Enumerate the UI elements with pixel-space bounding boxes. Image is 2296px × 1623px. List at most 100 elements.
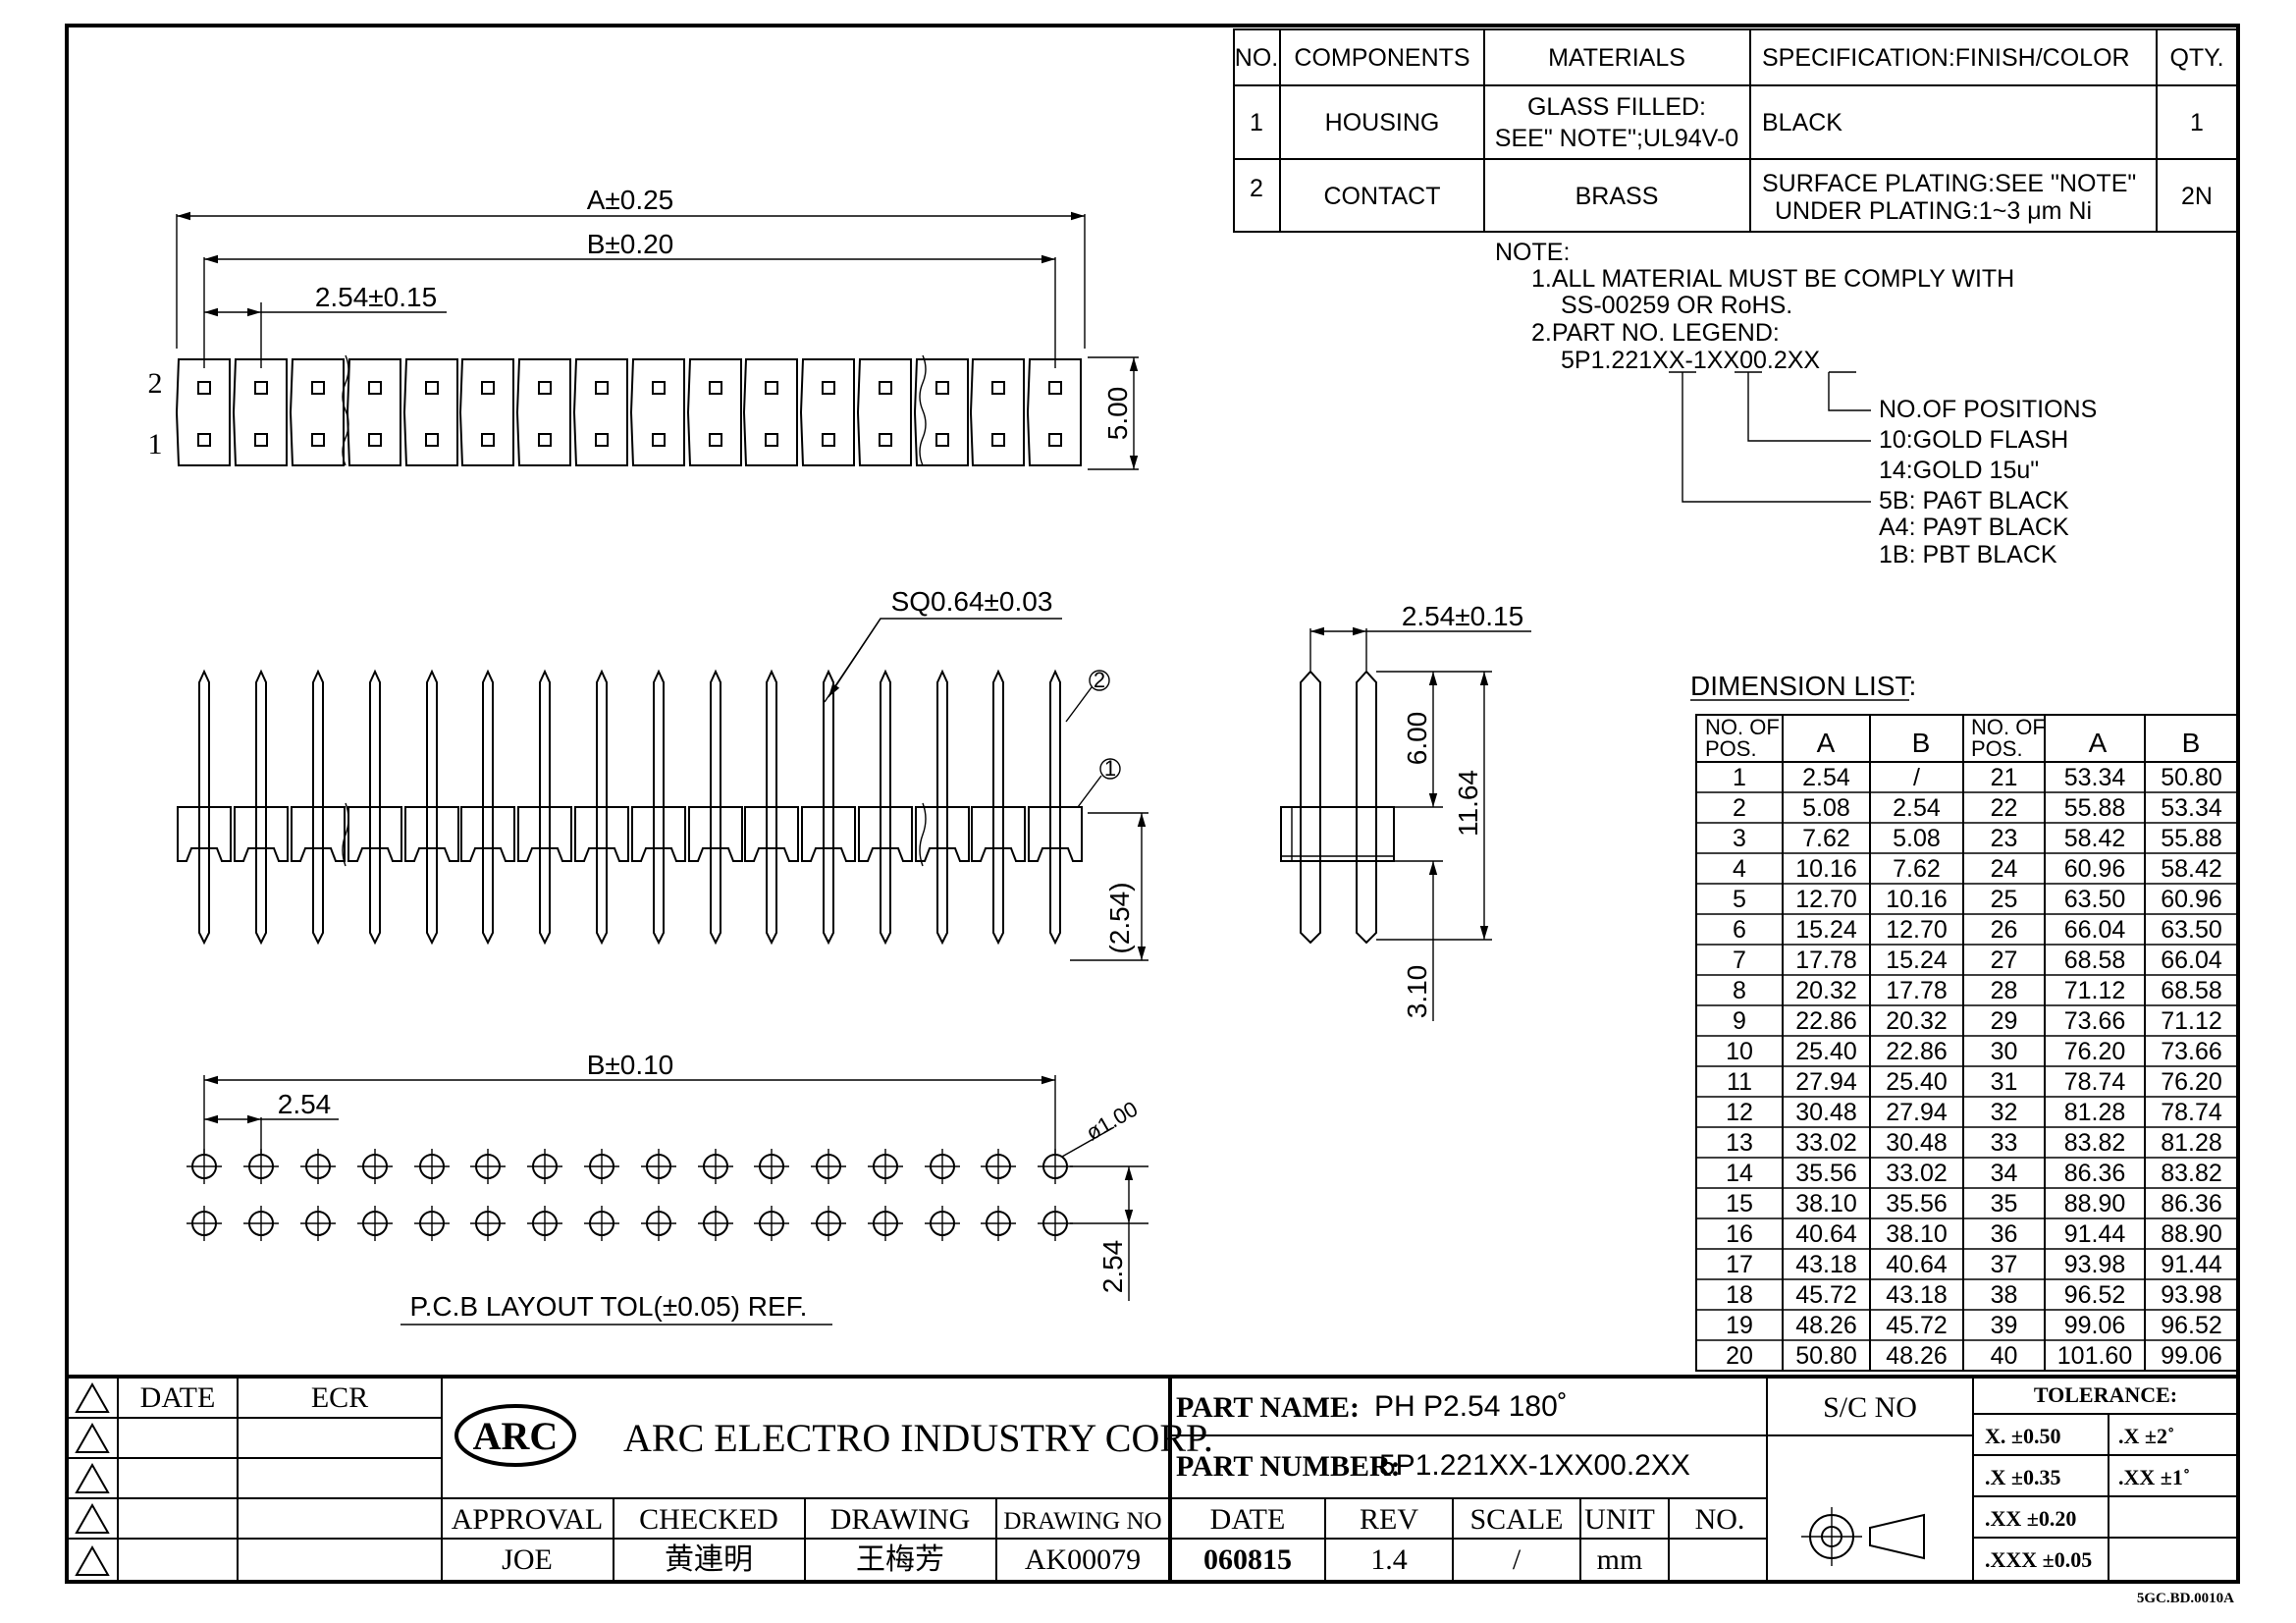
- top-view-position: [913, 358, 969, 466]
- top-view-position: [346, 358, 401, 466]
- dimension-list-cell: 40.64: [1795, 1220, 1857, 1248]
- break-mark: [342, 802, 349, 867]
- tol-x: X. ±0.50: [1985, 1424, 2060, 1448]
- dimension-list-cell: 16: [1726, 1220, 1753, 1248]
- dimension-list-cell: /: [1913, 764, 1920, 791]
- dimension-list-cell: 66.04: [2064, 916, 2126, 944]
- dimension-list-cell: 86.36: [2161, 1190, 2222, 1217]
- note-1: 1.ALL MATERIAL MUST BE COMPLY WITH: [1531, 265, 2014, 293]
- dimension-list-cell: 22.86: [1795, 1007, 1857, 1035]
- pcb-caption: P.C.B LAYOUT TOL(±0.05) REF.: [410, 1291, 808, 1322]
- dimension-list-cell: 20.32: [1795, 977, 1857, 1004]
- front-view-housing: [971, 806, 1026, 862]
- front-view-pin: [539, 669, 551, 946]
- dimension-list-cell: 96.52: [2161, 1312, 2222, 1339]
- front-view-pin: [766, 669, 777, 946]
- front-view-pin: [312, 669, 324, 946]
- no-label: NO.: [1695, 1503, 1745, 1536]
- pcb-hole: [187, 1206, 222, 1241]
- dimension-list-cell: 43.18: [1886, 1281, 1948, 1309]
- dimension-list-cell: 91.44: [2161, 1251, 2222, 1278]
- pcb-hole: [470, 1149, 506, 1184]
- tol-dxx: .XX ±0.20: [1985, 1506, 2076, 1531]
- dimension-list-cell: 29: [1991, 1007, 2018, 1035]
- top-view-pin: [1048, 381, 1062, 395]
- pcb-hole: [925, 1206, 960, 1241]
- dimension-list-cell: 12: [1726, 1099, 1753, 1126]
- dim-top-b: B±0.20: [587, 229, 674, 259]
- front-view-pin: [710, 669, 721, 946]
- front-view-pin: [255, 669, 267, 946]
- bom-header-materials: MATERIALS: [1548, 44, 1685, 72]
- dimension-list-cell: 25: [1991, 886, 2018, 913]
- dimension-list-cell: 93.98: [2161, 1281, 2222, 1309]
- dimension-list-cell: 93.98: [2064, 1251, 2126, 1278]
- dimension-list-cell: 68.58: [2064, 947, 2126, 974]
- dim-side-pitch: 2.54±0.15: [1402, 601, 1523, 631]
- dimension-list-cell: 40: [1991, 1342, 2018, 1370]
- dimension-list-cell: 34: [1991, 1160, 2018, 1187]
- top-view-pin: [595, 433, 609, 447]
- pcb-hole: [868, 1206, 903, 1241]
- dimension-list-title: DIMENSION LIST:: [1690, 671, 1916, 701]
- dimension-list-cell: 50.80: [2161, 764, 2222, 791]
- pcb-hole: [754, 1206, 789, 1241]
- dimension-list-cell: 26: [1991, 916, 2018, 944]
- top-view-pin: [765, 433, 778, 447]
- dim-top-height: 5.00: [1102, 387, 1133, 441]
- top-view-position: [629, 358, 685, 466]
- front-view-housing: [460, 806, 515, 862]
- top-view-position: [856, 358, 912, 466]
- dim-pcb-pitch: 2.54: [278, 1089, 332, 1119]
- date-label: DATE: [1210, 1503, 1286, 1536]
- front-view-pin: [426, 669, 438, 946]
- pcb-hole: [698, 1149, 733, 1184]
- top-view-pin: [538, 381, 552, 395]
- top-view-pin: [991, 381, 1005, 395]
- top-view-pin: [991, 433, 1005, 447]
- drawing-no-value: AK00079: [1025, 1543, 1141, 1576]
- front-view-housing: [404, 806, 459, 862]
- front-view-pin: [596, 669, 608, 946]
- dimension-list-cell: 99.06: [2064, 1312, 2126, 1339]
- dimension-list-cell: 43.18: [1795, 1251, 1857, 1278]
- dimension-list-cell: 63.50: [2161, 916, 2222, 944]
- pcb-hole: [1038, 1206, 1073, 1241]
- pcb-hole: [641, 1206, 676, 1241]
- front-view-pin: [936, 669, 948, 946]
- front-view-pin: [198, 669, 210, 946]
- top-view-pin: [425, 381, 439, 395]
- dimension-list-cell: 18: [1726, 1281, 1753, 1309]
- dimlist-header-a-1: A: [1817, 728, 1836, 758]
- pcb-hole: [981, 1206, 1016, 1241]
- dimension-list-cell: 3: [1733, 825, 1746, 852]
- drawing-value: 王梅芳: [856, 1543, 944, 1576]
- bom-row1-component: HOUSING: [1325, 109, 1440, 136]
- dimension-list-cell: 2.54: [1802, 764, 1850, 791]
- dimension-list-cell: 45.72: [1795, 1281, 1857, 1309]
- legend-pa9t: A4: PA9T BLACK: [1879, 514, 2069, 541]
- notes-title: NOTE:: [1495, 239, 1570, 266]
- front-view: SQ0.64±0.03 2 1 (2.54): [177, 586, 1148, 961]
- dimension-list-cell: 37: [1991, 1251, 2018, 1278]
- drawing-no-label: DRAWING NO: [1003, 1508, 1161, 1535]
- front-view-housing: [744, 806, 799, 862]
- dimension-list-cell: 10.16: [1886, 886, 1948, 913]
- dimension-list-cell: 15.24: [1795, 916, 1857, 944]
- dimension-list-cell: 22: [1991, 794, 2018, 822]
- top-view-position: [289, 358, 345, 466]
- dimension-list-cell: 73.66: [2161, 1038, 2222, 1065]
- pcb-hole: [925, 1149, 960, 1184]
- part-number-label: PART NUMBER:: [1176, 1450, 1401, 1483]
- dimension-list-cell: 27.94: [1886, 1099, 1948, 1126]
- pcb-hole: [357, 1149, 393, 1184]
- dimension-list-cell: 11: [1727, 1068, 1752, 1096]
- dimension-list-cell: 2: [1733, 794, 1746, 822]
- part-number: 5P1.221XX-1XX00.2XX: [1379, 1449, 1690, 1482]
- top-view-pin: [197, 381, 211, 395]
- rev-ecr-label: ECR: [311, 1381, 368, 1414]
